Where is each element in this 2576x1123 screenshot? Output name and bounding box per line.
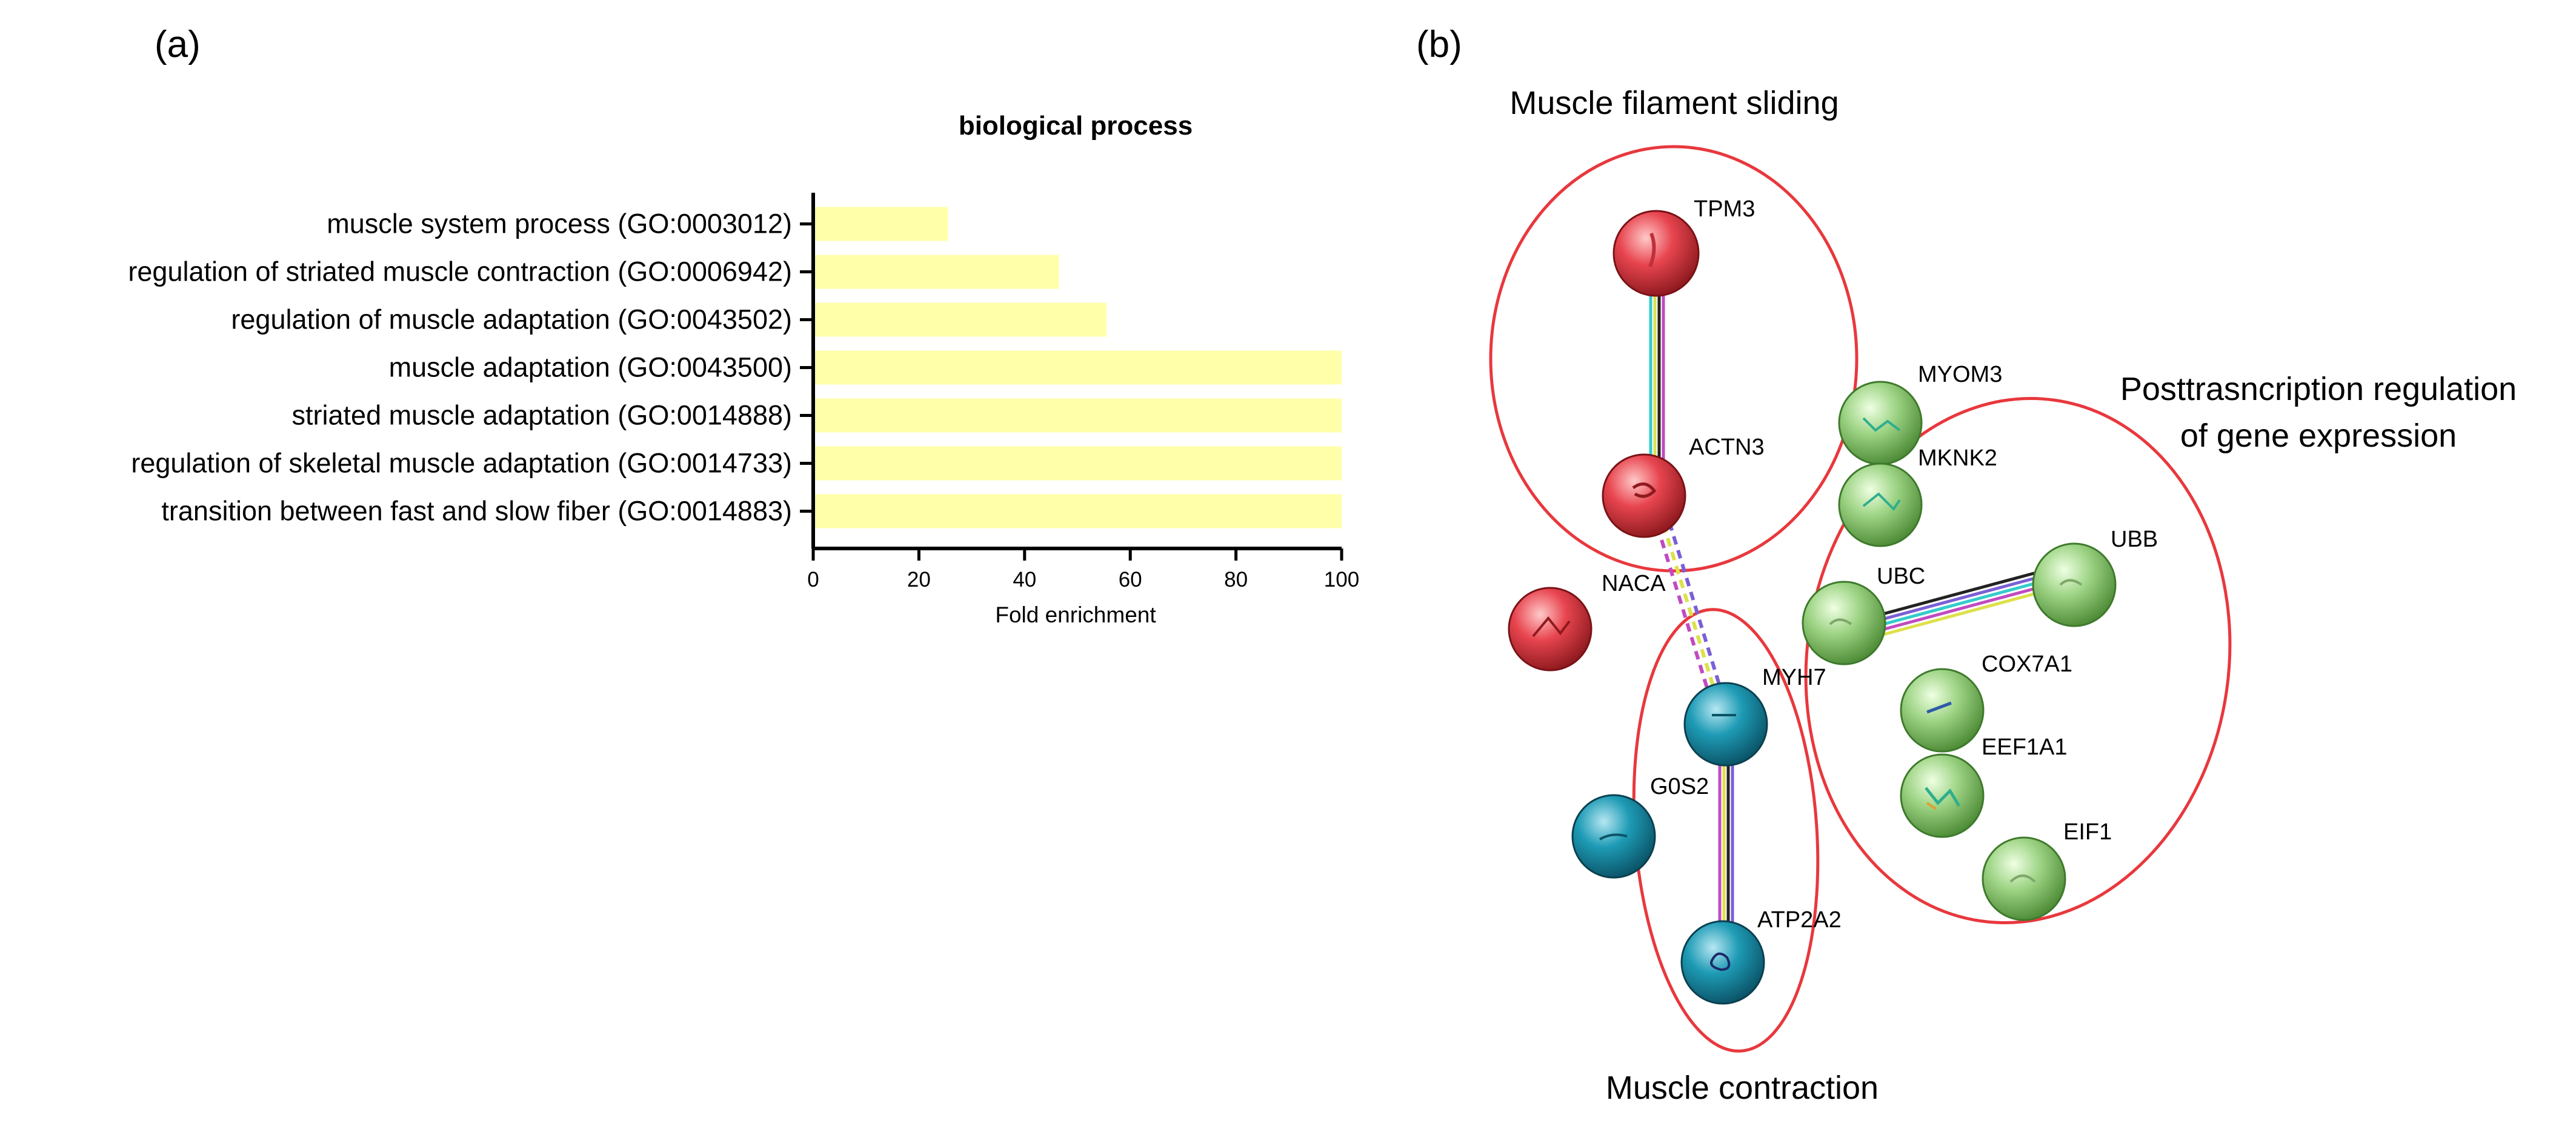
category-label: regulation of striated muscle contractio…	[128, 256, 792, 287]
bar	[815, 207, 948, 241]
category-label: muscle adaptation (GO:0043500)	[389, 352, 792, 383]
bar	[815, 446, 1342, 481]
bar	[815, 494, 1342, 528]
chart-title: biological process	[959, 111, 1193, 141]
node-cox7a1[interactable]: COX7A1	[1900, 651, 2072, 753]
bar	[815, 350, 1342, 385]
edge-myh7-atp2a2	[1718, 758, 1734, 933]
node-g0s2-label: G0S2	[1650, 774, 1709, 799]
category-label: muscle system process (GO:0003012)	[327, 208, 792, 239]
node-mknk2-label: MKNK2	[1918, 445, 1997, 471]
panel-a-label: (a)	[155, 24, 201, 65]
node-actn3[interactable]: ACTN3	[1602, 435, 1765, 538]
node-eef1a1-label: EEF1A1	[1982, 735, 2068, 760]
x-tick-label: 80	[1224, 568, 1248, 591]
node-eif1-label: EIF1	[2063, 819, 2112, 845]
bar-chart: biological process muscle system process…	[128, 111, 1359, 627]
node-eef1a1[interactable]: EEF1A1	[1900, 735, 2068, 838]
posttranscription-group-label-line1: Posttrasncription regulation	[2120, 371, 2517, 407]
posttranscription-group-label-line2: of gene expression	[2180, 418, 2457, 454]
node-atp2a2-label: ATP2A2	[1757, 907, 1842, 933]
node-ubb[interactable]: UBB	[2032, 527, 2158, 627]
bar	[815, 255, 1059, 289]
x-tick-label: 0	[807, 568, 819, 591]
panel-b-label: (b)	[1416, 24, 1462, 65]
node-tpm3-label: TPM3	[1694, 196, 1755, 222]
bar	[815, 398, 1342, 433]
node-eif1[interactable]: EIF1	[1982, 819, 2112, 921]
node-mknk2[interactable]: MKNK2	[1838, 445, 1997, 547]
node-ubc-label: UBC	[1877, 564, 1925, 589]
x-tick-label: 20	[907, 568, 931, 591]
node-tpm3[interactable]: TPM3	[1612, 196, 1755, 297]
node-actn3-label: ACTN3	[1689, 435, 1765, 460]
category-label: striated muscle adaptation (GO:0014888)	[292, 400, 792, 431]
node-g0s2[interactable]: G0S2	[1571, 774, 1709, 879]
category-label: regulation of muscle adaptation (GO:0043…	[231, 304, 792, 335]
bar	[815, 302, 1107, 337]
node-ubc[interactable]: UBC	[1802, 564, 1925, 665]
node-atp2a2[interactable]: ATP2A2	[1680, 907, 1842, 1005]
x-tick-label: 40	[1013, 568, 1036, 591]
node-ubb-label: UBB	[2111, 527, 2158, 552]
category-label: regulation of skeletal muscle adaptation…	[131, 448, 792, 479]
node-myom3-label: MYOM3	[1918, 362, 2002, 387]
x-tick-label: 60	[1119, 568, 1142, 591]
category-labels: muscle system process (GO:0003012) regula…	[128, 208, 813, 527]
node-cox7a1-label: COX7A1	[1982, 651, 2072, 677]
x-axis-label: Fold enrichment	[995, 602, 1156, 627]
node-naca-label: NACA	[1602, 571, 1666, 596]
category-label: transition between fast and slow fiber (…	[161, 496, 792, 527]
node-myom3[interactable]: MYOM3	[1838, 362, 2002, 465]
filament-group-label: Muscle filament sliding	[1509, 85, 1839, 121]
edge-tpm3-actn3	[1649, 267, 1665, 485]
filament-group-ellipse	[1489, 145, 1859, 573]
x-tick-label: 100	[1324, 568, 1359, 591]
node-naca[interactable]: NACA	[1508, 571, 1666, 671]
node-myh7-label: MYH7	[1762, 665, 1826, 690]
bars-group	[815, 207, 1342, 528]
x-ticks: 0 20 40 60 80 100	[807, 548, 1359, 591]
edge-actn3-myh7	[1656, 522, 1721, 688]
contraction-group-label: Muscle contraction	[1606, 1070, 1879, 1106]
edge-ubc-ubb	[1878, 571, 2042, 636]
node-myh7[interactable]: MYH7	[1683, 665, 1826, 767]
